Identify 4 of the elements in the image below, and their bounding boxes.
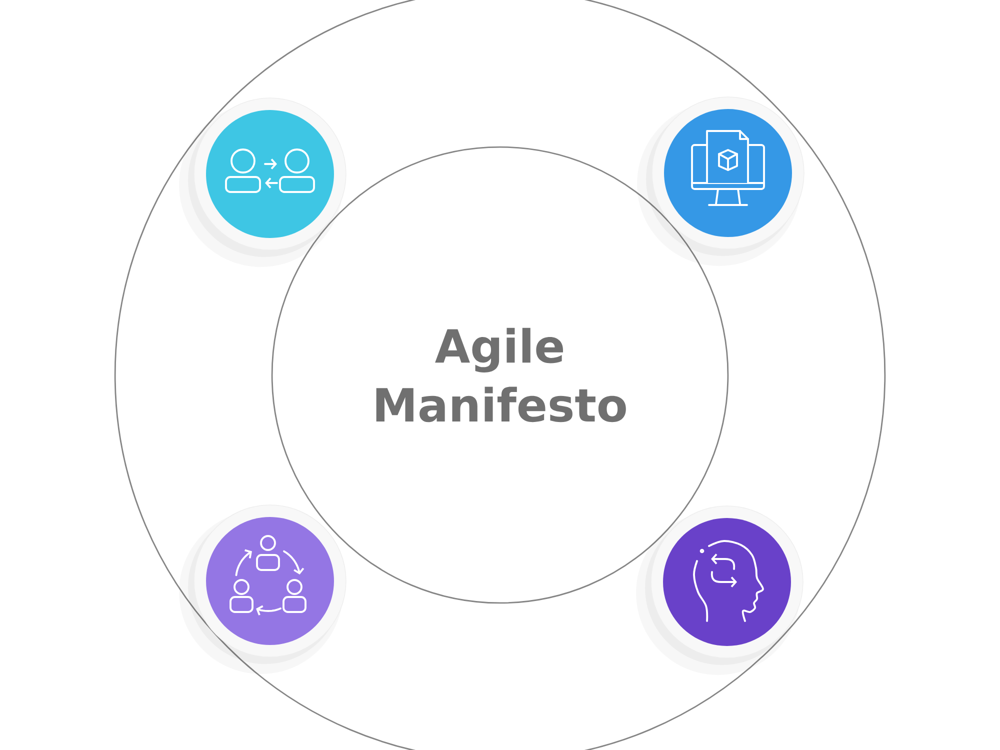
icon-badge [637, 96, 804, 266]
icon-badge [179, 98, 346, 267]
icon-badge [179, 504, 346, 674]
icon-badge [636, 506, 804, 675]
